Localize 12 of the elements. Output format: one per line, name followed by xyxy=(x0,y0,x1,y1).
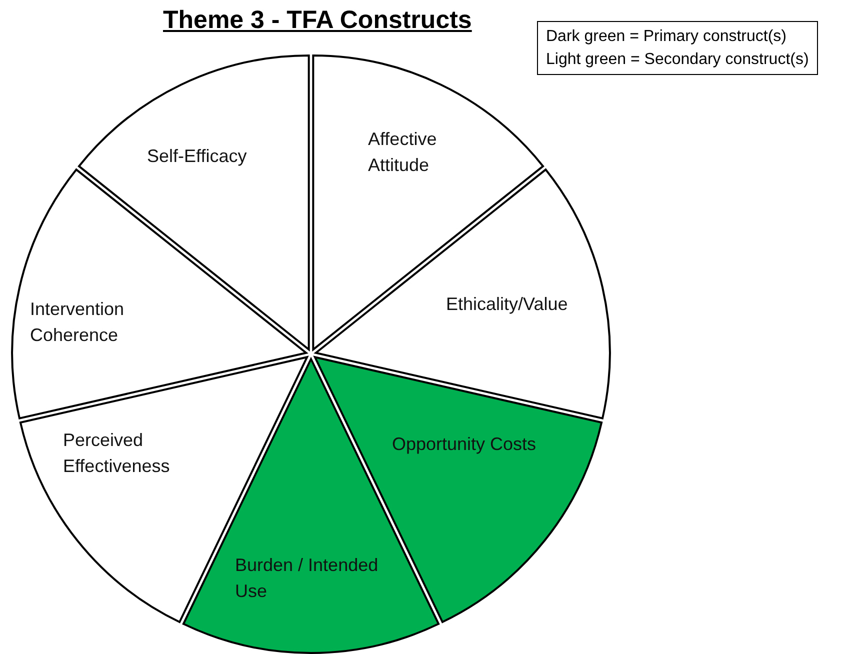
segment-label: Intervention Coherence xyxy=(30,298,126,347)
segment-label: Self-Efficacy xyxy=(147,145,248,168)
pie-segment xyxy=(19,356,308,623)
segment-label: Opportunity Costs xyxy=(392,433,538,456)
key-note: Dark green = Primary construct(s) xyxy=(546,27,788,47)
title: Theme 3 - TFA Constructs xyxy=(163,6,472,35)
key-note: Light green = Secondary construct(s) xyxy=(546,50,809,70)
segment-label: Perceived Effectiveness xyxy=(63,429,171,478)
pie-segment xyxy=(11,168,308,420)
segment-label: Affective Attitude xyxy=(368,128,438,177)
segment-label: Ethicality/Value xyxy=(446,293,569,316)
segment-label: Burden / Intended Use xyxy=(235,554,380,603)
